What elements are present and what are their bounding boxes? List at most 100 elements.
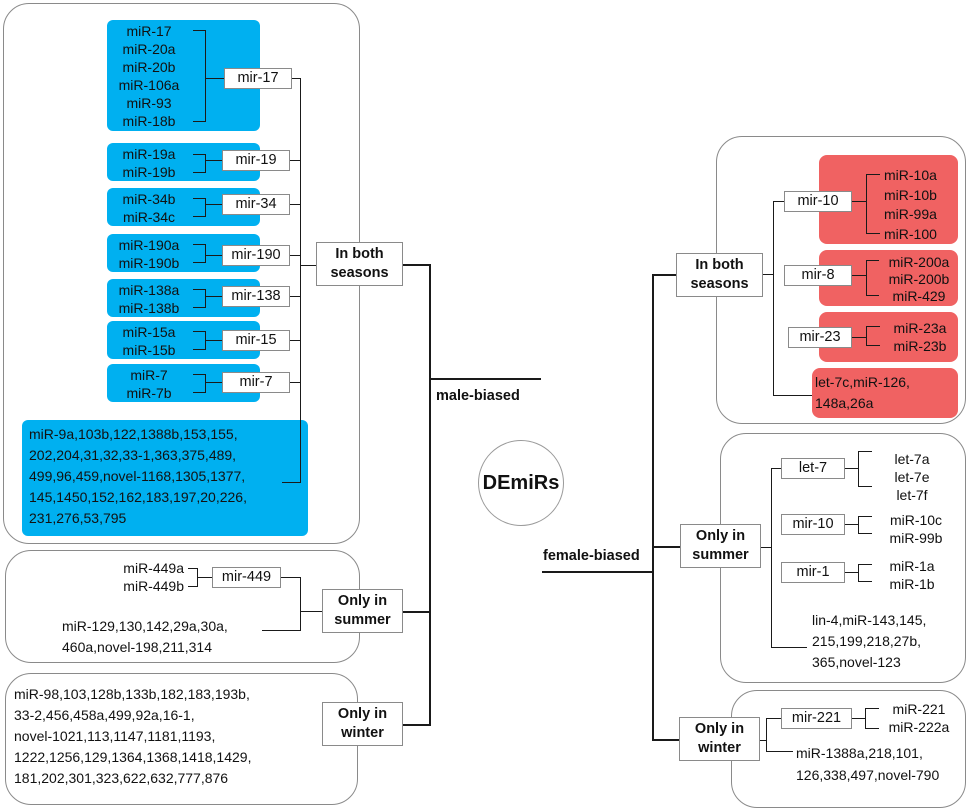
member-label: miR-19b <box>122 164 176 180</box>
member-label: miR-17 <box>126 23 172 39</box>
summer-trunk <box>300 577 301 631</box>
member-label: miR-190b <box>118 255 180 271</box>
bracket-line <box>866 260 867 296</box>
male-main-trunk <box>429 264 431 726</box>
member-label: miR-10c <box>889 512 943 528</box>
family-box-mir-221: mir-221 <box>781 708 852 729</box>
summer-trunk <box>300 611 322 612</box>
member-label: miR-138a <box>118 282 180 298</box>
trunk-tick <box>290 340 301 341</box>
bracket-line <box>205 289 206 308</box>
mir-10-summer-members: miR-10c miR-99b <box>884 511 948 547</box>
mir-138-members: miR-138a miR-138b <box>107 281 191 317</box>
bracket-line <box>205 255 222 256</box>
bracket-line <box>193 262 206 263</box>
member-label: let-7e <box>894 469 930 485</box>
female-winter-others-text: miR-1388a,218,101, 126,338,497,novel-790 <box>796 745 940 783</box>
bracket-line <box>205 204 222 205</box>
bracket-line <box>858 486 872 487</box>
family-box-mir-10: mir-10 <box>784 191 852 212</box>
member-label: miR-7 <box>130 367 168 383</box>
bracket-line <box>866 295 879 296</box>
member-label: miR-15b <box>122 342 176 358</box>
trunk-tick <box>403 264 431 266</box>
bracket-line <box>188 586 198 587</box>
bracket-line <box>193 392 206 393</box>
trunk-tick <box>290 204 301 205</box>
bracket-line <box>205 244 206 263</box>
mir-34-members: miR-34b miR-34c <box>107 190 191 226</box>
bracket-line <box>197 577 212 578</box>
bracket-line <box>193 121 206 122</box>
member-label: miR-23a <box>893 320 947 336</box>
family-box-mir-7: mir-7 <box>222 372 290 393</box>
bracket-mir-19 <box>193 154 206 155</box>
member-label: miR-93 <box>126 95 172 111</box>
trunk-tick <box>771 468 781 469</box>
member-label: miR-34c <box>122 209 176 225</box>
bracket-mir-8 <box>852 275 867 276</box>
family-box-mir-10-summer: mir-10 <box>781 514 845 535</box>
trunk-tick <box>766 751 793 752</box>
female-winter-trunk <box>766 718 767 752</box>
bracket-line <box>865 728 879 729</box>
family-box-mir-190: mir-190 <box>222 245 290 266</box>
trunk-tick <box>763 274 774 275</box>
female-root-link <box>542 571 654 573</box>
trunk-tick <box>290 255 301 256</box>
member-label: miR-138b <box>118 300 180 316</box>
bracket-line <box>205 154 206 173</box>
mir-10-members: miR-10a miR-10b miR-99a miR-100 <box>884 166 954 244</box>
female-both-seasons-header: In both seasons <box>676 253 763 297</box>
mir-221-members: miR-221 miR-222a <box>884 700 954 736</box>
bracket-line <box>866 233 880 234</box>
bracket-mir-34 <box>193 198 206 199</box>
bracket-line <box>866 174 867 234</box>
female-main-trunk <box>652 274 654 741</box>
bracket-line <box>866 326 867 346</box>
trunk-tick <box>771 647 807 648</box>
bracket-line <box>866 345 880 346</box>
member-label: miR-99a <box>884 206 937 222</box>
mir-17-members: miR-17 miR-20a miR-20b miR-106a miR-93 m… <box>107 22 191 130</box>
male-both-others-block <box>22 420 308 536</box>
trunk-tick <box>290 296 301 297</box>
member-label: miR-106a <box>118 77 180 93</box>
trunk-tick <box>773 201 784 202</box>
member-label: miR-7b <box>126 385 172 401</box>
bracket-line <box>858 564 872 565</box>
member-label: miR-200b <box>888 271 950 287</box>
member-label: miR-10b <box>884 186 937 203</box>
family-box-mir-17: mir-17 <box>224 68 292 89</box>
member-label: miR-449a <box>123 560 184 576</box>
summer-trunk <box>281 577 301 578</box>
male-biased-label: male-biased <box>436 388 520 404</box>
trunk-tick <box>652 274 676 276</box>
family-box-mir-34: mir-34 <box>222 194 290 215</box>
bracket-mir-221 <box>852 718 866 719</box>
female-summer-header: Only in summer <box>680 524 761 568</box>
member-label: miR-19a <box>122 146 176 162</box>
trunk-tick <box>403 611 431 613</box>
bracket-line <box>193 349 206 350</box>
family-box-mir-19: mir-19 <box>222 150 290 171</box>
trunk-tick <box>290 160 301 161</box>
bracket-line <box>858 451 859 487</box>
trunk-tick <box>300 265 316 266</box>
trunk-tick <box>761 547 772 548</box>
bracket-mir-7 <box>193 374 206 375</box>
member-label: miR-449b <box>123 578 184 594</box>
bracket-line <box>858 451 872 452</box>
bracket-line <box>193 216 206 217</box>
bracket-line <box>205 382 222 383</box>
family-box-mir-23: mir-23 <box>788 327 852 348</box>
bracket-mir-138 <box>193 289 206 290</box>
female-summer-trunk <box>771 468 772 648</box>
bracket-line <box>205 198 206 217</box>
bracket-line <box>865 708 879 709</box>
bracket-line <box>193 172 206 173</box>
male-winter-panel <box>5 673 358 805</box>
trunk-tick <box>403 724 431 726</box>
bracket-mir-190 <box>193 244 206 245</box>
bracket-line <box>866 260 879 261</box>
